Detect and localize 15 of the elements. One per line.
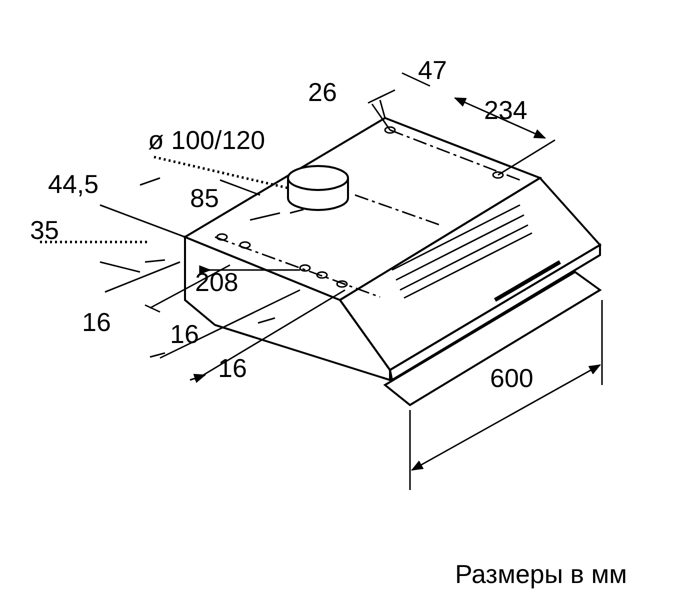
dimension-label: 26 bbox=[308, 78, 337, 106]
dimension-label: 35 bbox=[30, 216, 59, 244]
dimension-label: 208 bbox=[195, 268, 238, 296]
dimension-label: 85 bbox=[190, 184, 219, 212]
dimension-label: 234 bbox=[484, 96, 528, 124]
dimension-label: 16 bbox=[218, 354, 247, 382]
dimension-label: 47 bbox=[418, 56, 447, 84]
leader-line bbox=[154, 156, 288, 190]
callout-label: ø 100/120 bbox=[148, 126, 266, 154]
dimension-label: 600 bbox=[490, 364, 534, 392]
caption: Размеры в мм bbox=[455, 560, 628, 588]
dimension-label: 16 bbox=[170, 320, 199, 348]
duct-collar bbox=[287, 165, 349, 211]
dimension-label: 16 bbox=[82, 308, 111, 336]
dimension-label: 44,5 bbox=[48, 170, 99, 198]
